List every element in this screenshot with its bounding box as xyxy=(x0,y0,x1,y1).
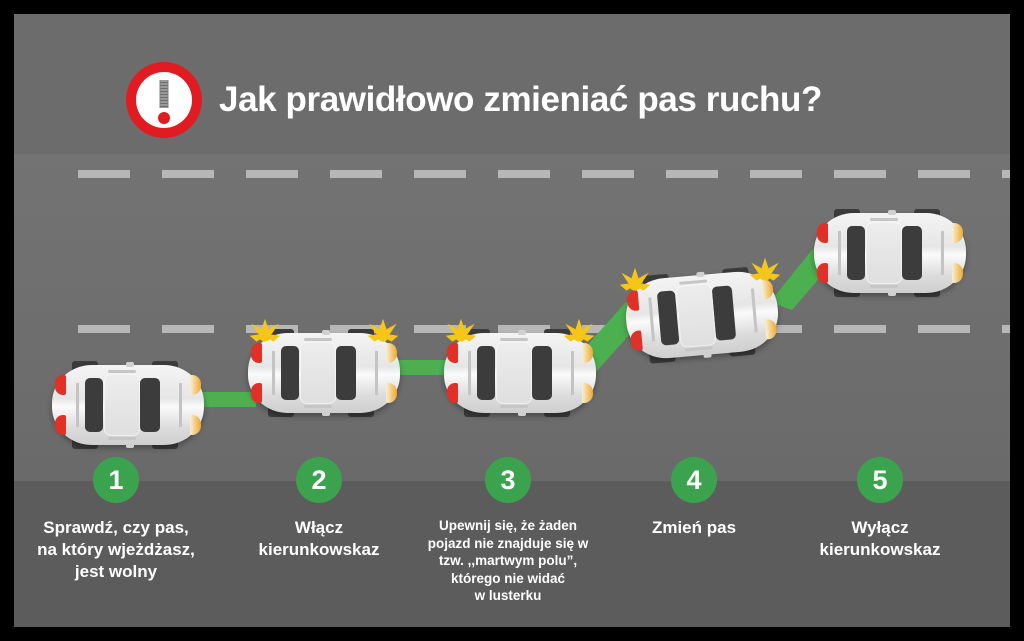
side-mirror-right xyxy=(888,291,896,296)
headlight-left xyxy=(952,223,963,243)
step-caption-1: Sprawdź, czy pas, na który wjeżdżasz, je… xyxy=(37,518,195,582)
windshield xyxy=(140,378,160,432)
car-roof xyxy=(496,342,532,404)
roof-bar xyxy=(870,218,898,221)
title-row: Jak prawidłowo zmieniać pas ruchu? xyxy=(14,62,1010,138)
step-4: 4 Zmień pas xyxy=(594,457,794,539)
body-seam xyxy=(76,383,79,427)
step-2: 2 Włącz kierunkowskaz xyxy=(219,457,419,561)
headlight-left xyxy=(386,343,397,363)
side-mirror-left xyxy=(322,330,330,335)
body-seam xyxy=(375,351,378,395)
car-roof xyxy=(866,222,902,284)
caption-band xyxy=(14,481,1010,627)
rear-window xyxy=(477,346,495,400)
step-badge-5: 5 xyxy=(857,457,903,503)
windshield xyxy=(532,346,552,400)
car-roof xyxy=(675,283,717,348)
roof-bar xyxy=(304,338,332,341)
step-caption-4: Zmień pas xyxy=(651,518,737,537)
blinker-burst-front-step-4 xyxy=(748,256,782,290)
body-seam xyxy=(272,351,275,395)
headlight-right xyxy=(952,263,963,283)
rear-window xyxy=(847,226,865,280)
car-step-1 xyxy=(52,361,204,449)
taillight-right xyxy=(630,330,643,352)
taillight-right xyxy=(251,383,262,403)
step-badge-3: 3 xyxy=(485,457,531,503)
step-caption-2: Włącz kierunkowskaz xyxy=(258,518,380,560)
blinker-burst-front-step-3 xyxy=(562,317,596,351)
body-seam xyxy=(179,383,182,427)
blinker-burst-rear-step-2 xyxy=(248,317,282,351)
step-badge-1: 1 xyxy=(93,457,139,503)
car-step-5 xyxy=(814,209,966,297)
headlight-left xyxy=(582,343,593,363)
exclamation-warning-icon xyxy=(126,62,202,138)
step-caption-3: Upewnij się, że żaden pojazd nie znajduj… xyxy=(427,518,589,604)
blinker-burst-rear-step-4 xyxy=(618,266,652,300)
roof-bar xyxy=(304,405,332,408)
blinker-burst-front-step-2 xyxy=(366,317,400,351)
side-mirror-left xyxy=(126,362,134,367)
roof-bar xyxy=(108,370,136,373)
side-mirror-right xyxy=(518,411,526,416)
side-mirror-left xyxy=(696,271,705,278)
headlight-right xyxy=(582,383,593,403)
step-3: 3 Upewnij się, że żaden pojazd nie znajd… xyxy=(408,457,608,605)
roof-bar xyxy=(500,338,528,341)
taillight-right xyxy=(447,383,458,403)
roof-bar xyxy=(500,405,528,408)
windshield xyxy=(336,346,356,400)
side-mirror-right xyxy=(126,443,134,448)
infographic-canvas: Jak prawidłowo zmieniać pas ruchu? 1 Spr… xyxy=(14,14,1010,627)
headlight-right xyxy=(190,415,201,435)
car-step-3 xyxy=(444,329,596,417)
warning-icon-disc xyxy=(136,72,192,128)
car-step-2 xyxy=(248,329,400,417)
car-roof xyxy=(104,374,140,436)
taillight-left xyxy=(817,223,828,243)
step-1: 1 Sprawdź, czy pas, na który wjeżdżasz, … xyxy=(16,457,216,583)
headlight-right xyxy=(386,383,397,403)
taillight-left xyxy=(447,343,458,363)
rear-window xyxy=(281,346,299,400)
step-5: 5 Wyłącz kierunkowskaz xyxy=(780,457,980,561)
taillight-right xyxy=(55,415,66,435)
page-title: Jak prawidłowo zmieniać pas ruchu? xyxy=(219,80,822,119)
side-mirror-left xyxy=(518,330,526,335)
side-mirror-right xyxy=(322,411,330,416)
warning-icon-stem xyxy=(159,80,169,108)
step-badge-2: 2 xyxy=(296,457,342,503)
body-seam xyxy=(838,231,841,275)
side-mirror-right xyxy=(703,352,712,359)
body-seam xyxy=(941,231,944,275)
warning-icon-dot xyxy=(158,112,170,124)
taillight-left xyxy=(251,343,262,363)
windshield xyxy=(902,226,922,280)
body-seam xyxy=(571,351,574,395)
headlight-left xyxy=(190,375,201,395)
car-roof xyxy=(300,342,336,404)
blinker-burst-rear-step-3 xyxy=(444,317,478,351)
body-seam xyxy=(468,351,471,395)
step-badge-4: 4 xyxy=(671,457,717,503)
side-mirror-left xyxy=(888,210,896,215)
taillight-right xyxy=(817,263,828,283)
rear-window xyxy=(85,378,103,432)
step-caption-5: Wyłącz kierunkowskaz xyxy=(819,518,941,560)
taillight-left xyxy=(55,375,66,395)
roof-bar xyxy=(870,285,898,288)
roof-bar xyxy=(108,437,136,440)
